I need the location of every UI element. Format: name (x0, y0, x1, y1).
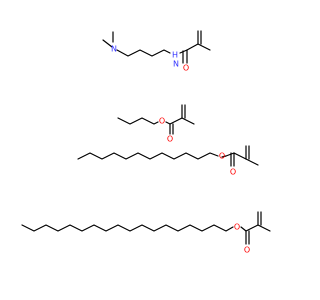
bond-chain (77, 152, 219, 160)
amide-nh-label: N (173, 60, 179, 69)
bond (240, 226, 247, 232)
carbonyl-oxygen-label: O (244, 246, 250, 255)
carbonyl-oxygen-label: O (183, 64, 189, 73)
bond (165, 121, 171, 125)
bond-chain (116, 49, 171, 57)
bond-chain (21, 224, 234, 232)
bond-chain (117, 117, 159, 125)
amine-nitrogen-label: N (111, 45, 117, 54)
bond (181, 117, 195, 125)
amide-nh-label: H (172, 51, 178, 60)
bond (225, 152, 235, 157)
background (0, 0, 300, 300)
ester-oxygen-label: O (219, 152, 225, 161)
bond (233, 152, 247, 160)
bond (245, 158, 259, 166)
carbonyl-oxygen-label: O (167, 135, 173, 144)
molecule-dimethylaminopropyl-methacrylamide (102, 30, 211, 64)
carbonyl-oxygen-label: O (230, 168, 236, 177)
bond (245, 224, 259, 232)
bond (102, 39, 113, 48)
molecule-butyl-methacrylate (117, 104, 195, 135)
ester-oxygen-label: O (159, 117, 165, 126)
bond (221, 155, 227, 158)
molecule-dodecyl-methacrylate (77, 145, 259, 167)
molecule-octadecyl-methacrylate (21, 211, 271, 245)
ester-oxygen-label: O (234, 223, 240, 232)
structure-canvas: N H N O O O O O O O (0, 0, 300, 300)
bond (186, 43, 199, 51)
bond (197, 43, 211, 51)
bond (257, 224, 271, 232)
bond (169, 117, 183, 125)
